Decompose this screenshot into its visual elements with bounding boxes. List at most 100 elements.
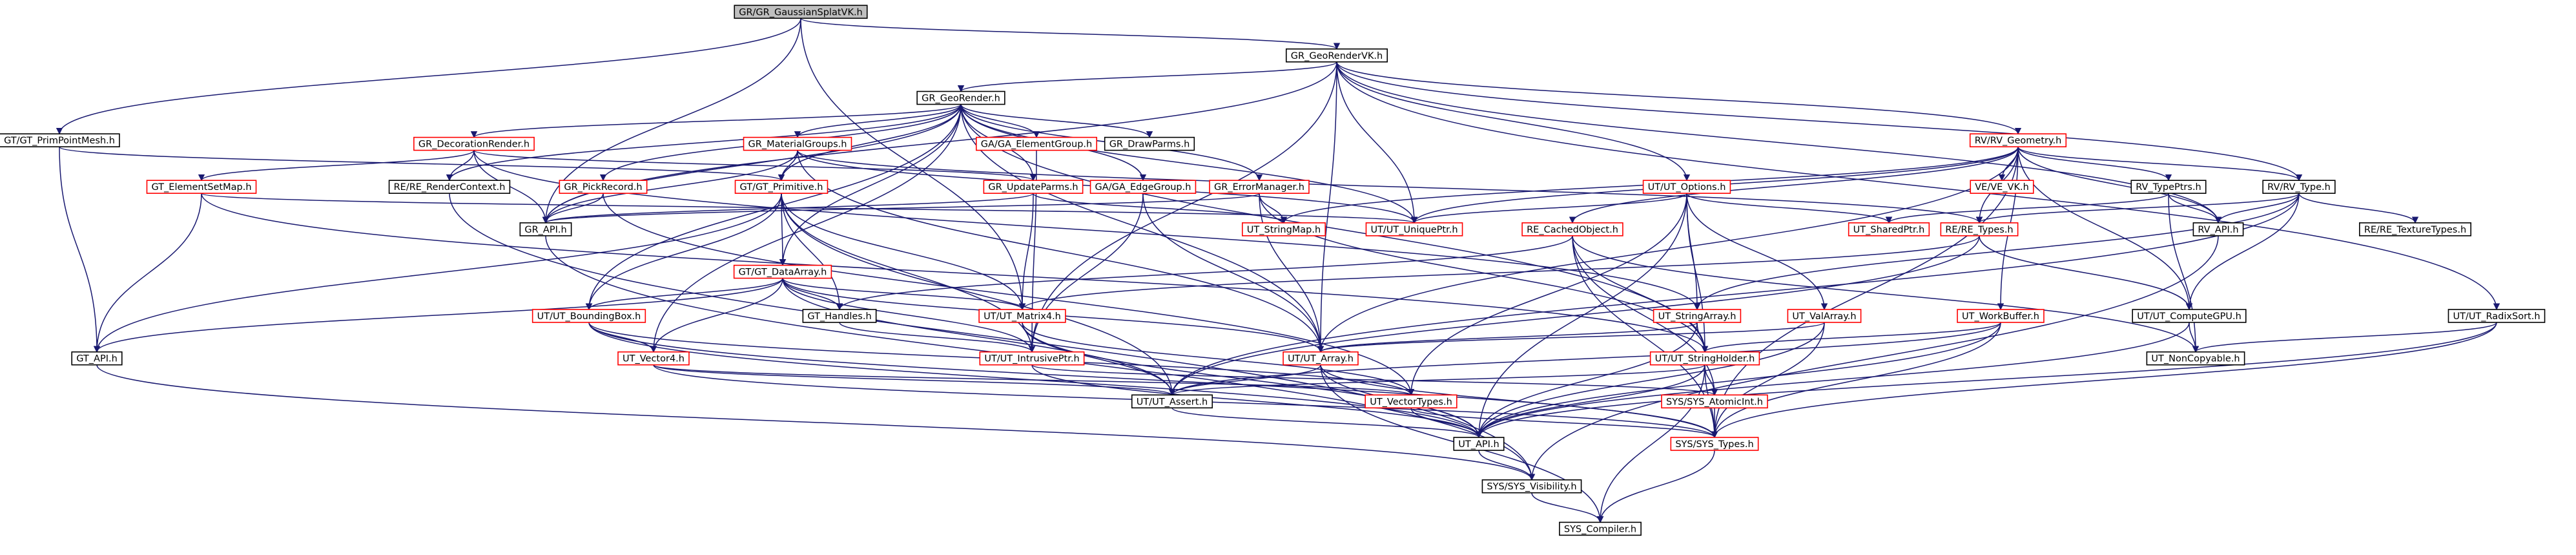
node-label: VE/VE_VK.h [1975, 182, 2029, 193]
node-ut-stringmap-h[interactable]: UT_StringMap.h [1241, 222, 1326, 236]
node-label: RV_TypePtrs.h [2136, 182, 2201, 193]
node-sys-sys-atomicint-h[interactable]: SYS/SYS_AtomicInt.h [1661, 394, 1768, 409]
node-ut-ut-assert-h[interactable]: UT/UT_Assert.h [1131, 394, 1213, 409]
node-label: GR_DecorationRender.h [418, 140, 530, 150]
node-label: RV_API.h [2198, 225, 2238, 235]
edge-geo-render-to-ut-vector4 [650, 104, 962, 353]
node-sys-sys-types-h[interactable]: SYS/SYS_Types.h [1670, 437, 1759, 451]
node-re-re-texturetypes-h[interactable]: RE/RE_TextureTypes.h [2359, 222, 2471, 236]
node-ut-vector4-h[interactable]: UT_Vector4.h [617, 351, 690, 366]
node-box [531, 309, 646, 323]
node-gr-errormanager-h[interactable]: GR_ErrorManager.h [1209, 180, 1310, 194]
node-re-re-types-h[interactable]: RE/RE_Types.h [1940, 222, 2019, 236]
node-ut-sharedptr-h[interactable]: UT_SharedPtr.h [1848, 222, 1930, 236]
node-gr-georender-h[interactable]: GR_GeoRender.h [916, 90, 1005, 105]
node-ut-ut-radixsort-h[interactable]: UT/UT_RadixSort.h [2447, 309, 2546, 323]
node-ga-ga-elementgroup-h[interactable]: GA/GA_ElementGroup.h [975, 136, 1098, 151]
node-rv-rv-geometry-h[interactable]: RV/RV_Geometry.h [1969, 133, 2067, 147]
node-box [1649, 351, 1760, 366]
node-ut-ut-stringholder-h[interactable]: UT/UT_StringHolder.h [1649, 351, 1760, 366]
node-ut-vectortypes-h[interactable]: UT_VectorTypes.h [1365, 394, 1458, 409]
node-rv-typeptrs-h[interactable]: RV_TypePtrs.h [2130, 180, 2207, 194]
edge-gt-primitive-to-ut-assert [781, 193, 1176, 396]
node-label: UT_WorkBuffer.h [1962, 311, 2039, 322]
edge-gt-dataarray-to-ut-matrix4 [782, 278, 1026, 311]
node-gt-gt-primpointmesh-h[interactable]: GT/GT_PrimPointMesh.h [0, 133, 120, 147]
node-box [1661, 394, 1768, 409]
edge-material-groups-to-gr-api [542, 150, 798, 224]
node-gr-georendervk-h[interactable]: GR_GeoRenderVK.h [1285, 48, 1388, 63]
node-box [1365, 394, 1458, 409]
node-ut-ut-intrusiveptr-h[interactable]: UT/UT_IntrusivePtr.h [979, 351, 1085, 366]
node-label: SYS/SYS_Visibility.h [1487, 482, 1576, 492]
edge-rv-type-to-ut-stringarray [1693, 193, 2300, 311]
node-gr-drawparms-h[interactable]: GR_DrawParms.h [1104, 136, 1195, 151]
node-gt-elementsetmap-h[interactable]: GT_ElementSetMap.h [146, 180, 257, 194]
node-ut-api-h[interactable]: UT_API.h [1453, 437, 1505, 451]
node-gt-gt-dataarray-h[interactable]: GT/GT_DataArray.h [733, 264, 832, 279]
edge-rv-typeptrs-to-rv-api [2168, 193, 2222, 224]
node-ga-ga-edgegroup-h[interactable]: GA/GA_EdgeGroup.h [1089, 180, 1197, 194]
node-label: RE/RE_RenderContext.h [394, 182, 506, 193]
node-box [2359, 222, 2471, 236]
node-gr-gr-gaussiansplatvk-h[interactable]: GR/GR_GaussianSplatVK.h [734, 5, 868, 19]
node-label: GT_Handles.h [807, 311, 871, 322]
edge-gt-handles-to-ut-intrusiveptr [839, 322, 1036, 353]
edge-rv-type-to-re-texturetypes [2298, 193, 2419, 224]
node-rv-rv-type-h[interactable]: RV/RV_Type.h [2262, 180, 2336, 194]
node-rv-api-h[interactable]: RV_API.h [2192, 222, 2244, 236]
edge-ut-vectortypes-to-sys-types [1410, 407, 1718, 439]
node-ut-ut-array-h[interactable]: UT/UT_Array.h [1283, 351, 1359, 366]
node-box [978, 309, 1066, 323]
node-gt-gt-primitive-h[interactable]: GT/GT_Primitive.h [734, 180, 829, 194]
edge-rv-type-to-rv-api [2214, 193, 2300, 224]
node-label: GT_ElementSetMap.h [151, 182, 251, 193]
node-ut-ut-boundingbox-h[interactable]: UT/UT_BoundingBox.h [531, 309, 646, 323]
node-sys-sys-visibility-h[interactable]: SYS/SYS_Visibility.h [1481, 479, 1582, 494]
node-ve-ve-vk-h[interactable]: VE/VE_VK.h [1970, 180, 2034, 194]
node-ut-ut-computegpu-h[interactable]: UT/UT_ComputeGPU.h [2132, 309, 2247, 323]
node-re-cachedobject-h[interactable]: RE_CachedObject.h [1521, 222, 1623, 236]
node-ut-ut-matrix4-h[interactable]: UT/UT_Matrix4.h [978, 309, 1066, 323]
edge-geo-render-to-gt-primitive [778, 104, 962, 182]
node-gr-decorationrender-h[interactable]: GR_DecorationRender.h [413, 136, 535, 151]
edge-element-set-map-to-ut-uniqueptr [201, 193, 1417, 224]
edge-ut-stringholder-to-sys-compiler [1596, 364, 1705, 523]
edge-re-types-to-ut-computegpu [1979, 235, 2193, 311]
node-box [979, 351, 1085, 366]
node-ut-noncopyable-h[interactable]: UT_NonCopyable.h [2146, 351, 2245, 366]
node-re-re-rendercontext-h[interactable]: RE/RE_RenderContext.h [388, 180, 511, 194]
edge-rv-api-to-sys-visibility [1528, 235, 2219, 481]
node-gr-updateparms-h[interactable]: GR_UpdateParms.h [983, 180, 1084, 194]
node-label: GR_UpdateParms.h [988, 182, 1078, 193]
edge-gt-dataarray-to-gt-handles [782, 278, 843, 311]
node-gr-pickrecord-h[interactable]: GR_PickRecord.h [559, 180, 648, 194]
node-box [1970, 180, 2034, 194]
edge-ut-array-to-sys-types [1320, 364, 1718, 439]
edge-prim-point-mesh-to-gt-api [59, 147, 101, 353]
nodes-layer: GR/GR_GaussianSplatVK.hGR_GeoRenderVK.hG… [0, 5, 2546, 536]
node-gr-api-h[interactable]: GR_API.h [519, 222, 572, 236]
edge-geo-render-to-draw-parms [960, 104, 1153, 138]
edge-error-manager-to-gr-api [542, 193, 1260, 224]
node-gt-handles-h[interactable]: GT_Handles.h [802, 309, 877, 323]
edge-ut-options-to-ut-valarray [1686, 193, 1828, 311]
node-ut-ut-uniqueptr-h[interactable]: UT/UT_UniquePtr.h [1365, 222, 1463, 236]
edge-decoration-render-to-render-context [446, 150, 475, 182]
edge-ut-stringarray-to-ut-array [1317, 322, 1698, 353]
node-ut-valarray-h[interactable]: UT_ValArray.h [1787, 309, 1862, 323]
edge-rv-type-to-re-types [1975, 193, 2300, 224]
node-ut-stringarray-h[interactable]: UT_StringArray.h [1653, 309, 1742, 323]
node-gr-materialgroups-h[interactable]: GR_MaterialGroups.h [743, 136, 852, 151]
node-box [0, 133, 120, 147]
edge-gt-primitive-to-gt-dataarray [779, 193, 787, 266]
node-sys-compiler-h[interactable]: SYS_Compiler.h [1559, 521, 1642, 536]
node-ut-workbuffer-h[interactable]: UT_WorkBuffer.h [1957, 309, 2045, 323]
node-box [1848, 222, 1930, 236]
edge-geo-render-to-render-context [446, 104, 962, 182]
edge-gt-primitive-to-ut-matrix4 [781, 193, 1026, 311]
node-ut-ut-options-h[interactable]: UT/UT_Options.h [1642, 180, 1731, 194]
node-gt-api-h[interactable]: GT_API.h [71, 351, 123, 366]
node-box [1285, 48, 1388, 63]
